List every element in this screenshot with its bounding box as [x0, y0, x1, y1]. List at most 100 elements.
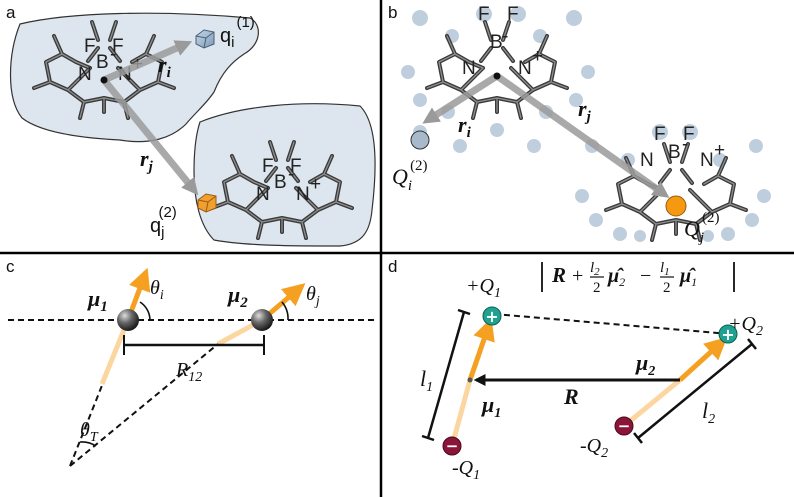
atom-f1-mol2: F: [262, 156, 274, 177]
label-r-j-a: rj: [140, 146, 154, 175]
charge-cube-orange: [197, 193, 217, 213]
atom-boron: B: [96, 52, 109, 73]
dipole-1-tail: [99, 319, 131, 385]
atom-nitrogen-1-mol2: N: [256, 184, 270, 205]
positive-charge-2: +: [718, 324, 738, 344]
dipole-1-tail-d: [449, 379, 473, 447]
atom-f2-mol2: F: [290, 156, 302, 177]
angle-arc-theta-i: [139, 301, 151, 321]
l2-dimension-line: [637, 343, 753, 439]
atom-f2: F: [112, 36, 124, 57]
svg-text:−: −: [618, 417, 631, 435]
label-plus-Q1: +Q1: [466, 275, 501, 301]
vector-rj-a: [101, 77, 199, 196]
extension-line-2: [69, 343, 219, 467]
atom-f2-b: F: [507, 4, 519, 25]
dipole-2-arrow-d: [678, 336, 728, 382]
frac-l2-num: l2: [590, 260, 600, 278]
svg-text:R: R: [551, 263, 566, 287]
label-theta-T: θT: [80, 419, 99, 445]
label-Q-j-2: Qj(2): [684, 210, 720, 246]
label-q-i-1: qi(1): [220, 14, 255, 51]
atom-boron-b2: B: [668, 142, 681, 163]
distance-formula: R + l2 2 μ̂2 − l1 2 μ̂1: [541, 260, 735, 296]
atom-nitrogen-2-b2: N: [700, 150, 714, 171]
label-R12: R12: [175, 359, 202, 385]
dipole-1-center: [117, 309, 139, 331]
label-l1: l1: [420, 366, 433, 395]
label-l2: l2: [702, 398, 715, 427]
panel-b-label: b: [388, 3, 397, 22]
svg-text:+: +: [572, 265, 583, 287]
origin-point-b: [493, 72, 501, 80]
label-minus-Q2: -Q2: [580, 435, 608, 461]
origin-point-a: [100, 76, 108, 84]
label-r-j-b: rj: [578, 96, 592, 125]
svg-text:2: 2: [663, 280, 671, 296]
charge-separation-dashed: [493, 313, 731, 335]
atom-halos-molecule-2: [575, 124, 771, 242]
svg-text:−: −: [446, 437, 459, 455]
positive-charge-1: +: [482, 306, 502, 326]
dipole-1-center-d: [467, 377, 473, 383]
atom-f2-b2: F: [683, 124, 695, 145]
frac-l1-num: l1: [660, 260, 670, 278]
svg-text:−: −: [640, 265, 651, 287]
label-R-vector: R: [563, 384, 579, 409]
charge-Qj-point: [665, 195, 687, 217]
negative-charge-2: −: [614, 416, 634, 436]
charge-Qi-point: [410, 130, 430, 150]
panel-b: b: [388, 3, 771, 246]
dipole-2-tail-d: [622, 378, 682, 428]
vector-ri-b: [422, 73, 499, 124]
label-q-j-2: qj(2): [150, 204, 177, 241]
atom-boron-mol2: B: [274, 172, 287, 193]
label-theta-j: θj: [306, 283, 320, 309]
label-mu-1-c: μ1: [87, 286, 108, 315]
svg-text:+: +: [485, 307, 498, 326]
svg-text:+: +: [721, 325, 734, 344]
panel-c-label: c: [6, 257, 15, 276]
panel-c: c μ1 μ2 θi θj R12 θT: [6, 257, 374, 467]
boron-charge-b: -: [502, 26, 508, 47]
molecule-1-skeleton-b: [425, 20, 569, 120]
svg-text:2: 2: [593, 280, 601, 296]
label-mu-2-c: μ2: [227, 282, 248, 311]
molecule-1-cloud: [9, 12, 259, 143]
atom-nitrogen-1-b2: N: [640, 150, 654, 171]
atom-f1: F: [84, 36, 96, 57]
label-mu-2-d: μ2: [635, 350, 655, 379]
label-plus-Q2: +Q2: [728, 313, 763, 339]
dipole-2-center: [251, 309, 273, 331]
negative-charge-1: −: [442, 436, 462, 456]
label-minus-Q1: -Q1: [452, 457, 480, 483]
panel-a: a F F B - N N + F F: [6, 3, 376, 247]
atom-f1-b2: F: [654, 124, 666, 145]
boron-charge: -: [110, 44, 116, 65]
nitrogen-charge-b2: +: [714, 140, 725, 161]
label-r-i-a: ri: [158, 52, 172, 81]
panel-a-label: a: [6, 3, 16, 22]
molecule-2-skeleton: [210, 140, 354, 240]
panel-d-label: d: [388, 257, 397, 276]
label-mu-1-d: μ1: [481, 392, 501, 421]
label-Q-i-2: Qi(2): [392, 158, 428, 194]
panel-d: d R + l2 2 μ̂2 − l1 2 μ̂1: [388, 257, 763, 483]
mu-hat-1: μ̂1: [679, 265, 697, 289]
atom-nitrogen-1-b: N: [462, 58, 476, 79]
atom-f1-b: F: [478, 4, 490, 25]
atom-nitrogen-2-mol2: N: [296, 184, 310, 205]
label-theta-i: θi: [150, 277, 164, 303]
boron-charge-mol2: -: [288, 164, 294, 185]
angle-arc-theta-j: [281, 301, 289, 321]
nitrogen-charge-mol2: +: [310, 174, 321, 195]
atom-boron-b: B: [490, 32, 503, 53]
mu-hat-2: μ̂2: [607, 265, 625, 289]
angle-arc-theta-T: [79, 441, 97, 447]
l1-dimension-line: [426, 311, 466, 439]
boron-charge-b2: -: [682, 134, 688, 155]
atom-nitrogen-2-b: N: [518, 58, 532, 79]
charge-cube-blue: [195, 29, 215, 49]
dipole-1-arrow-d: [467, 317, 495, 381]
